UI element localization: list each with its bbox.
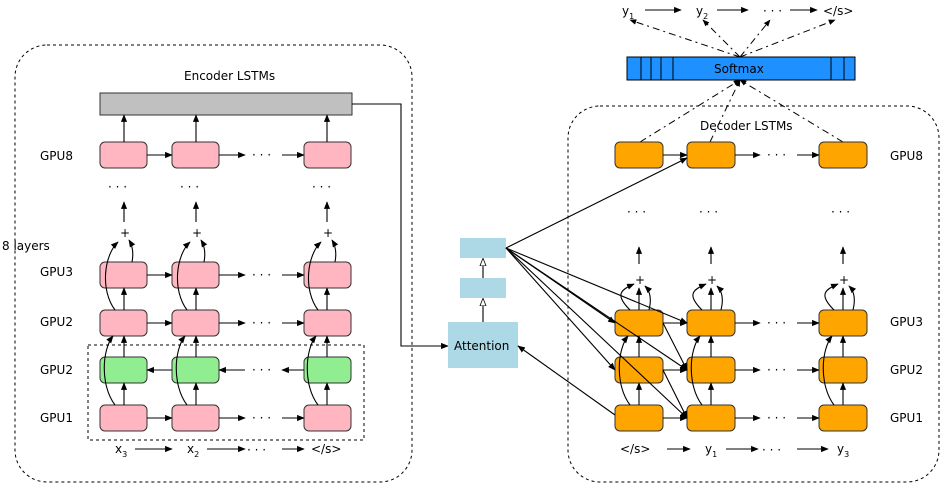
encoder-cell	[171, 404, 220, 432]
encoder-ellipsis: · · ·	[252, 148, 271, 162]
encoder-row-label-gpu3: GPU3	[40, 265, 73, 279]
encoder-row-label-gpu8: GPU8	[40, 149, 73, 163]
encoder-cell	[303, 261, 352, 289]
decoder-cell	[818, 356, 868, 384]
encoder-ellipsis: · · ·	[247, 443, 266, 457]
decoder-title: Decoder LSTMs	[700, 119, 793, 133]
decoder-ellipsis: · · ·	[762, 443, 781, 457]
decoder-row-label-gpu8: GPU8	[890, 149, 923, 163]
encoder-cell	[99, 404, 148, 432]
decoder-to-softmax	[639, 79, 844, 143]
encoder-plus: +	[120, 226, 130, 240]
attention-context-box	[460, 238, 506, 258]
decoder-cell	[614, 141, 664, 169]
output-token: </s>	[823, 4, 853, 18]
attention-to-decoder-arrows	[505, 157, 688, 419]
encoder-plus: +	[192, 226, 202, 240]
encoder-cell	[303, 141, 352, 169]
decoder-input-token: y3	[837, 442, 849, 459]
encoder-to-attention-connector	[352, 103, 449, 350]
decoder-region	[567, 105, 940, 483]
output-token: y2	[696, 4, 708, 21]
attention-block	[448, 322, 518, 368]
decoder-input-token: y1	[705, 442, 717, 459]
encoder-output-bar	[99, 92, 353, 116]
encoder-input-token: </s>	[311, 442, 341, 456]
decoder-ellipsis: · · ·	[699, 205, 718, 219]
decoder-row-label-gpu2: GPU2	[890, 363, 923, 377]
bidirectional-layers-box	[87, 344, 365, 441]
encoder-row-label-gpu1: GPU1	[40, 411, 73, 425]
encoder-cell	[171, 141, 220, 169]
decoder-ellipsis: · · ·	[767, 363, 786, 377]
decoder-cell	[614, 356, 664, 384]
encoder-region	[14, 44, 413, 483]
decoder-cell	[614, 309, 664, 337]
attention-context-box	[460, 278, 506, 298]
encoder-ellipsis: · · ·	[252, 268, 271, 282]
decoder-ellipsis: · · ·	[767, 411, 786, 425]
encoder-ellipsis: · · ·	[312, 180, 331, 194]
output-ellipsis: · · ·	[763, 4, 782, 18]
encoder-cell	[99, 141, 148, 169]
decoder-plus: +	[635, 273, 645, 287]
encoder-cell	[171, 261, 220, 289]
encoder-cell	[99, 261, 148, 289]
encoder-title: Encoder LSTMs	[184, 69, 275, 83]
decoder-row-label-gpu3: GPU3	[890, 315, 923, 329]
decoder-plus: +	[707, 273, 717, 287]
layers-label: 8 layers	[2, 239, 50, 253]
decoder-horizontal-arrows	[663, 151, 820, 422]
softmax-to-outputs	[629, 19, 836, 58]
encoder-row-label-gpu2-reverse: GPU2	[40, 363, 73, 377]
encoder-ellipsis: · · ·	[180, 180, 199, 194]
encoder-horizontal-arrows	[146, 151, 305, 422]
encoder-ellipsis: · · ·	[252, 411, 271, 425]
encoder-cell	[303, 404, 352, 432]
decoder-cell	[614, 404, 664, 432]
attention-label: Attention	[454, 339, 509, 353]
decoder-ellipsis: · · ·	[767, 148, 786, 162]
encoder-ellipsis: · · ·	[108, 180, 127, 194]
output-token: y1	[622, 4, 634, 21]
encoder-input-token: x2	[187, 442, 199, 459]
encoder-ellipsis: · · ·	[252, 316, 271, 330]
decoder-cell	[686, 404, 736, 432]
decoder-ellipsis: · · ·	[831, 205, 850, 219]
decoder-cell	[818, 404, 868, 432]
softmax-dividers	[640, 57, 845, 80]
decoder-cell	[686, 356, 736, 384]
encoder-cell	[171, 309, 220, 337]
encoder-plus: +	[323, 226, 333, 240]
encoder-input-token: x3	[115, 442, 127, 459]
encoder-cells	[99, 141, 352, 432]
decoder-cell	[686, 309, 736, 337]
decoder-cell	[818, 141, 868, 169]
decoder-cell	[818, 309, 868, 337]
encoder-cell	[99, 309, 148, 337]
decoder-cell	[686, 141, 736, 169]
encoder-reverse-cell	[171, 356, 220, 384]
encoder-vertical-arrows	[103, 114, 339, 406]
encoder-reverse-cell	[303, 356, 352, 384]
encoder-ellipsis: · · ·	[252, 363, 271, 377]
decoder-ellipsis: · · ·	[767, 316, 786, 330]
decoder-vertical-arrows	[618, 246, 857, 406]
softmax-label: Softmax	[714, 62, 764, 76]
encoder-row-label-gpu2: GPU2	[40, 315, 73, 329]
decoder-cells	[614, 141, 868, 432]
decoder-plus: +	[839, 273, 849, 287]
encoder-cell	[303, 309, 352, 337]
decoder-row-label-gpu1: GPU1	[890, 411, 923, 425]
decoder-input-token: </s>	[620, 442, 650, 456]
encoder-reverse-cell	[99, 356, 148, 384]
decoder-ellipsis: · · ·	[627, 205, 646, 219]
